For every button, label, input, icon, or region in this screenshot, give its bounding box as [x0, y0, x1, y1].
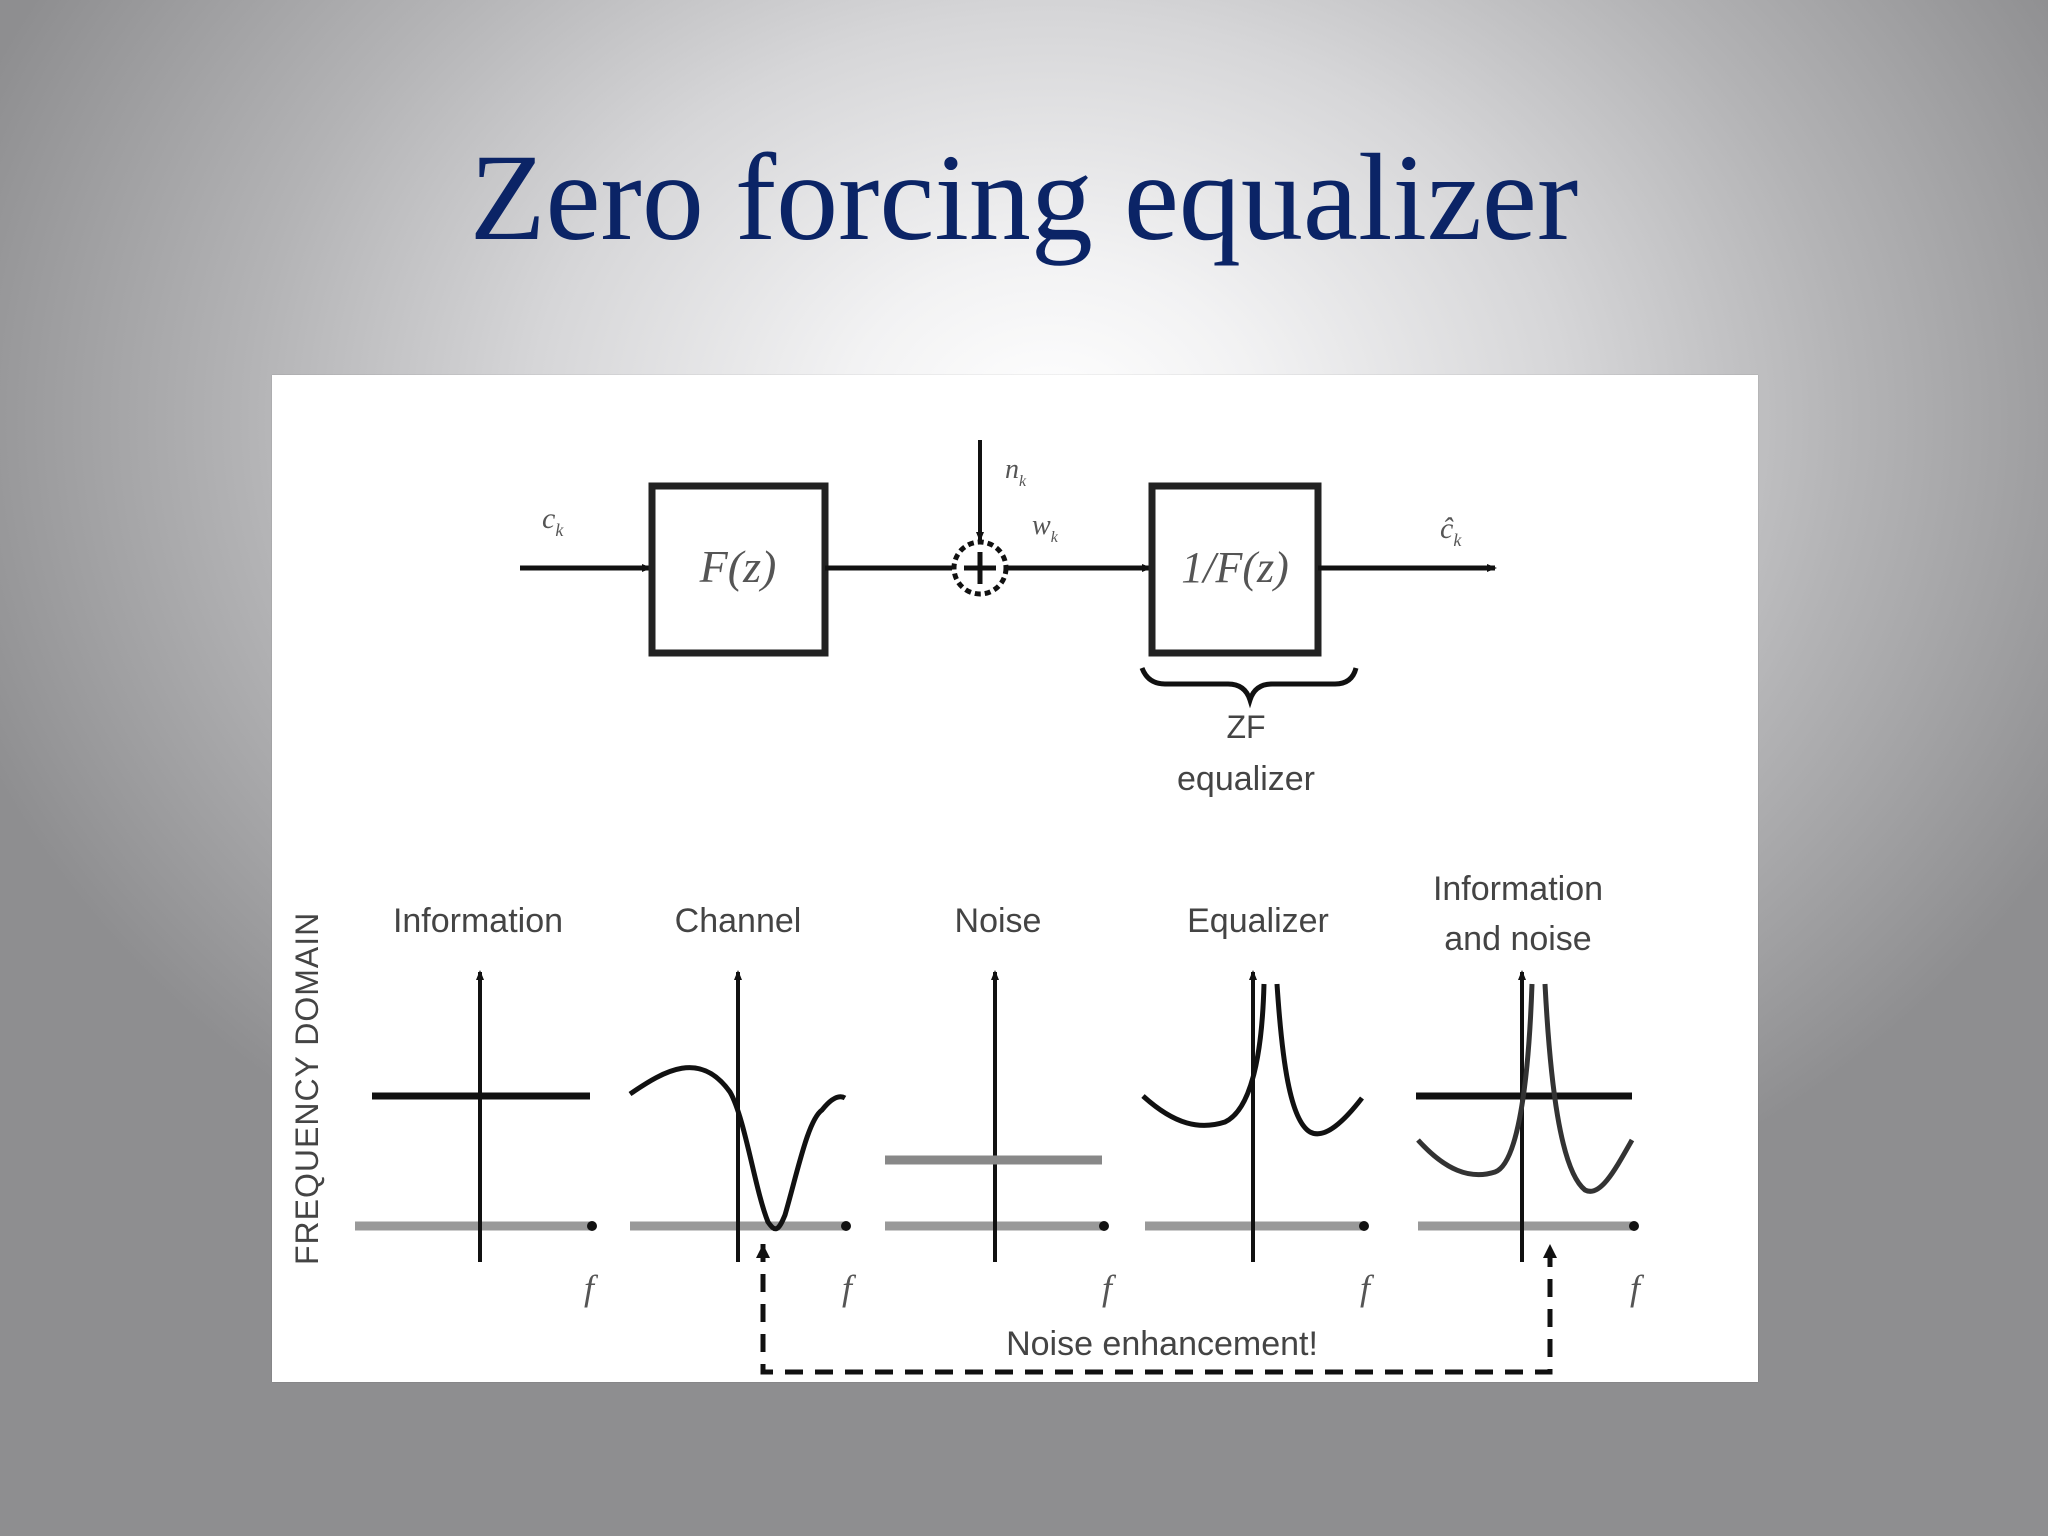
zf-label: ZF	[1226, 709, 1265, 745]
frequency-domain-label: FREQUENCY DOMAIN	[289, 912, 325, 1265]
figure-panel	[272, 375, 1758, 1382]
panel-channel: Channel f	[628, 902, 857, 1308]
frequency-domain: FREQUENCY DOMAIN Information f Channel f…	[289, 870, 1645, 1375]
f-axis-label: f	[1630, 1268, 1645, 1308]
panel-title-equalizer: Equalizer	[1187, 902, 1329, 940]
equalizer-block-label: 1/F(z)	[1181, 543, 1289, 592]
noise-enhancement-label: Noise enhancement!	[1006, 1325, 1318, 1363]
summer-node	[951, 539, 1009, 597]
panel-noise: Noise f	[885, 902, 1117, 1308]
noise-enhancement-connector: Noise enhancement!	[756, 1244, 1557, 1375]
panel-information-and-noise: Information and noise f	[1416, 870, 1645, 1308]
f-axis-label: f	[1360, 1268, 1375, 1308]
output-label: ĉk	[1440, 512, 1462, 550]
block-diagram: ck F(z) nk wk 1/F(z) ĉk	[520, 440, 1497, 798]
panel-equalizer: Equalizer f	[1141, 902, 1375, 1308]
f-axis-label: f	[842, 1268, 857, 1308]
panel-title-noise: Noise	[955, 902, 1042, 940]
channel-block-label: F(z)	[699, 541, 777, 592]
panel-subtitle-information-and-noise: and noise	[1444, 920, 1591, 958]
slide-title: Zero forcing equalizer	[469, 129, 1579, 266]
zf-brace	[1139, 667, 1359, 709]
panel-information: Information f	[355, 902, 599, 1308]
panel-title-channel: Channel	[675, 902, 802, 940]
input-label: ck	[542, 502, 564, 540]
f-axis-label: f	[584, 1268, 599, 1308]
panel-title-information-and-noise: Information	[1433, 870, 1603, 908]
noise-label: nk	[1005, 454, 1027, 490]
received-label: wk	[1032, 510, 1059, 546]
panel-title-information: Information	[393, 902, 563, 940]
zf-equalizer-label: equalizer	[1177, 760, 1315, 798]
channel-block	[648, 482, 829, 657]
f-axis-label: f	[1102, 1268, 1117, 1308]
